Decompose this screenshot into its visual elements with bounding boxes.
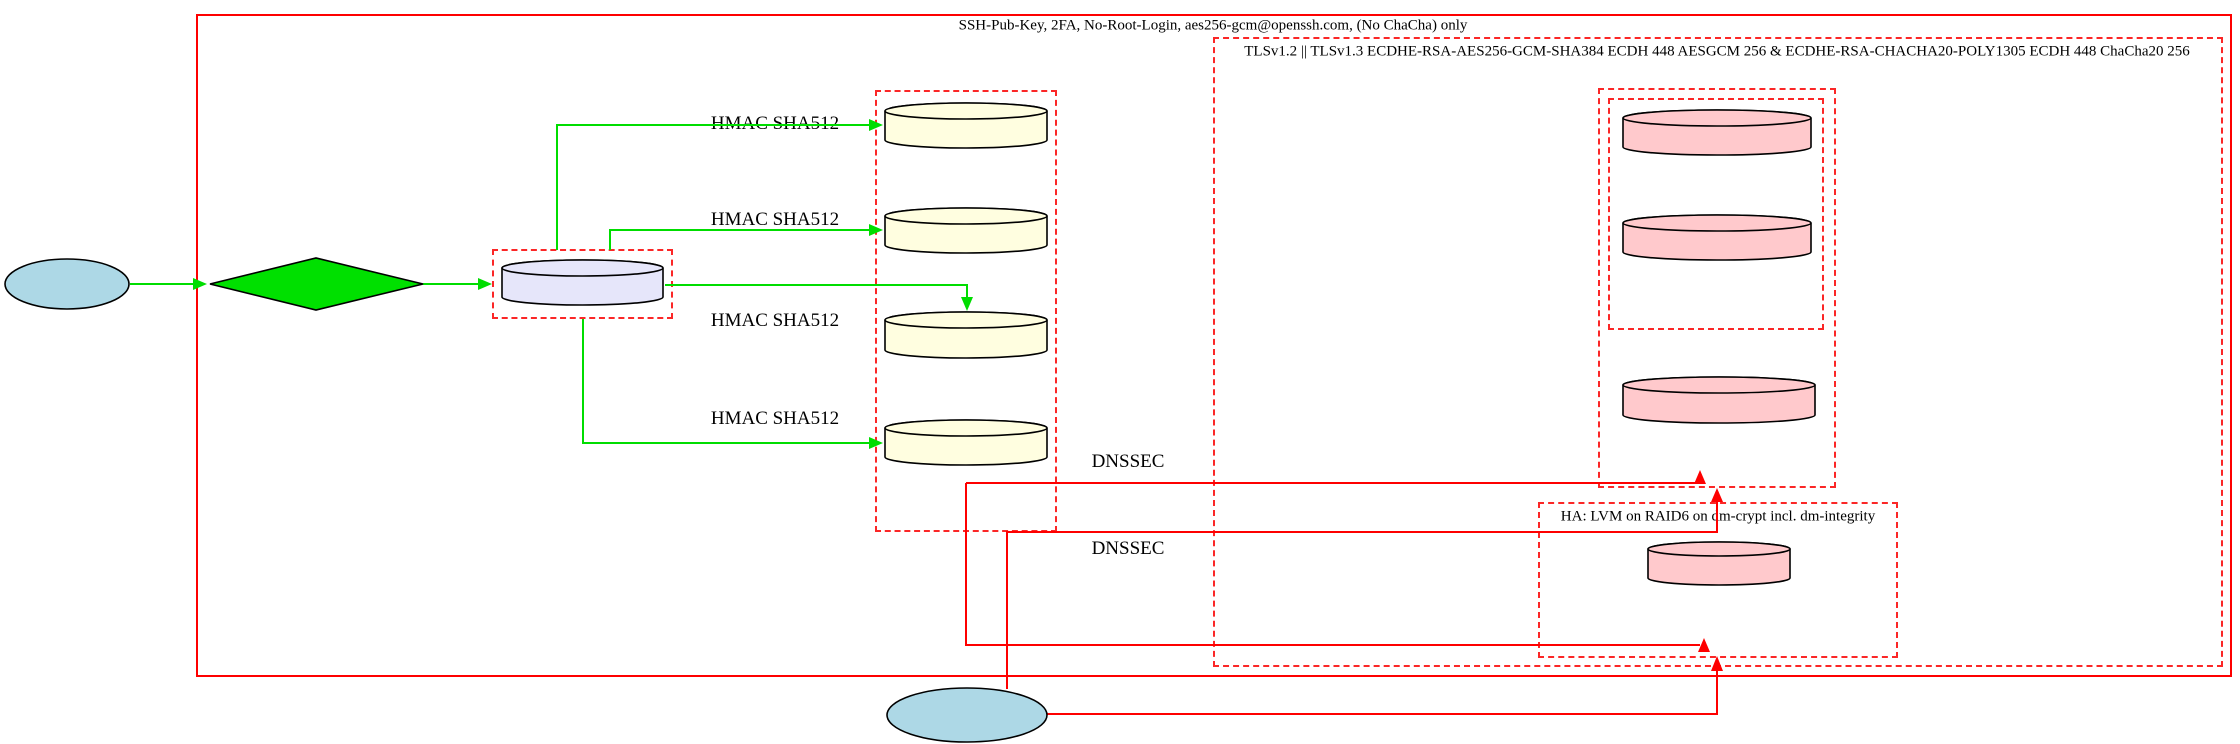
edge-dnssec-coresecret bbox=[966, 478, 1701, 484]
red-arrowheads bbox=[1694, 470, 1723, 671]
arrowhead bbox=[869, 437, 883, 449]
edge-label-dnssec-1: DNSSEC bbox=[1091, 451, 1165, 472]
ns02-cylinder-cap bbox=[884, 207, 1048, 225]
green-arrowheads bbox=[193, 119, 973, 449]
ns00-cylinder-cap bbox=[884, 419, 1048, 437]
cluster-coresecret-outer-box bbox=[1598, 88, 1836, 488]
git-cylinder-cap bbox=[1622, 109, 1812, 127]
arrowhead bbox=[1711, 488, 1723, 502]
arrowhead bbox=[193, 278, 207, 290]
edge-label-hmac-ns00: HMAC SHA512 bbox=[710, 408, 840, 429]
ns03-cylinder-cap bbox=[884, 102, 1048, 120]
green-edges bbox=[130, 124, 968, 444]
edge-master-ns02 bbox=[609, 229, 870, 250]
arrowhead bbox=[1694, 470, 1706, 484]
cloud-cylinder-cap bbox=[1647, 541, 1791, 557]
lab-cylinder-cap bbox=[1622, 376, 1816, 394]
edge-master-ns00 bbox=[582, 319, 870, 444]
cluster-tls-label: TLSv1.2 || TLSv1.3 ECDHE-RSA-AES256-GCM-… bbox=[1244, 43, 2190, 60]
jump-host-diamond-shape bbox=[209, 257, 424, 311]
edge-tls-coresecret bbox=[1006, 500, 1718, 689]
run-cylinder-cap bbox=[1622, 214, 1812, 232]
edge-dnssec-ha bbox=[965, 483, 1700, 646]
edge-master-ns01 bbox=[665, 284, 968, 298]
arrowhead bbox=[869, 119, 883, 131]
edge-master-ns03 bbox=[556, 124, 870, 250]
hidden-master-cylinder-cap bbox=[501, 259, 664, 277]
arrowhead bbox=[1711, 656, 1723, 671]
internet-ellipse-shape bbox=[4, 258, 130, 310]
edge-label-hmac-ns03: HMAC SHA512 bbox=[710, 113, 840, 134]
red-edges bbox=[965, 478, 1718, 715]
arrowhead bbox=[478, 278, 492, 290]
arrowhead bbox=[869, 224, 883, 236]
edge-label-dnssec-2: DNSSEC bbox=[1091, 538, 1165, 559]
cluster-ssh-box bbox=[196, 14, 2232, 677]
cluster-coresecret-inner-box bbox=[1608, 98, 1824, 330]
edge-label-hmac-ns02: HMAC SHA512 bbox=[710, 209, 840, 230]
arrowhead bbox=[1698, 638, 1710, 652]
ns01-cylinder-cap bbox=[884, 311, 1048, 329]
arrowhead bbox=[961, 297, 973, 311]
edge-tls-ha bbox=[1047, 670, 1718, 715]
cluster-ssh-label: SSH-Pub-Key, 2FA, No-Root-Login, aes256-… bbox=[958, 17, 1468, 34]
node-shapes bbox=[4, 102, 1816, 743]
tls-https-ellipse-shape bbox=[886, 687, 1048, 743]
edge-label-hmac-ns01: HMAC SHA512 bbox=[710, 310, 840, 331]
